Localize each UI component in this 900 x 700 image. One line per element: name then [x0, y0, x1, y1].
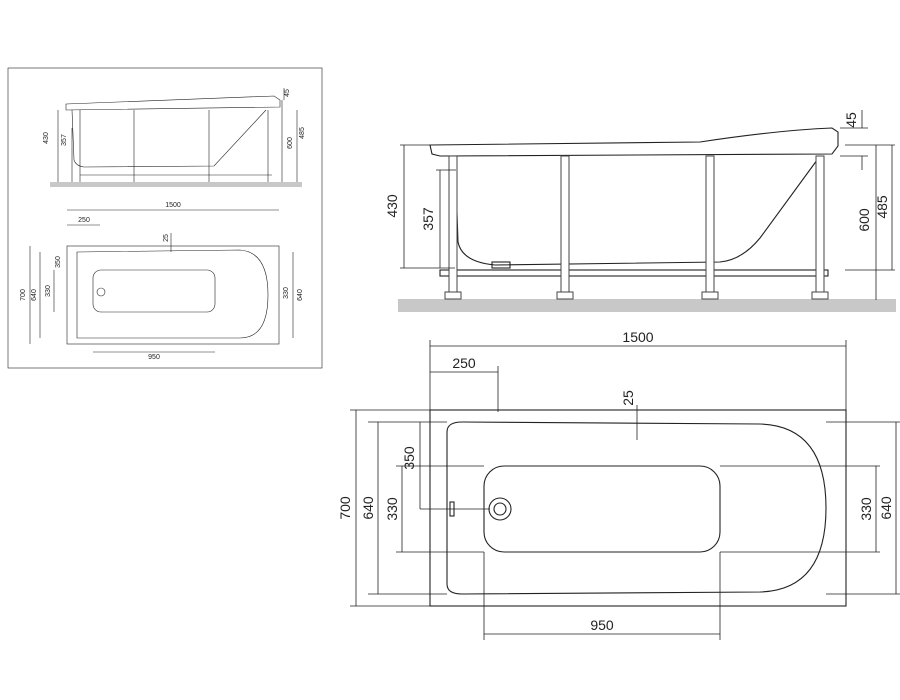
- label-350: 350: [401, 446, 417, 470]
- small-drain-icon: [96, 287, 106, 297]
- label-330: 330: [384, 497, 400, 521]
- small-inner-rim: [76, 249, 269, 339]
- floor: [398, 299, 896, 312]
- label-430: 430: [384, 194, 400, 218]
- small-side-view: [50, 88, 302, 187]
- small-top-view: [29, 209, 294, 353]
- small-label-350: 350: [55, 256, 62, 268]
- small-floor: [50, 182, 302, 187]
- small-bottom: [92, 269, 216, 313]
- label-357: 357: [420, 207, 436, 231]
- label-330-right: 330: [858, 497, 874, 521]
- small-label-250: 250: [78, 217, 90, 224]
- label-25: 25: [620, 390, 636, 406]
- label-640: 640: [360, 496, 376, 520]
- label-1500: 1500: [622, 329, 653, 345]
- drain-icon: [488, 497, 512, 521]
- side-view-dimensions: [400, 110, 895, 300]
- overview-frame: [7, 67, 323, 369]
- small-label-357: 357: [61, 134, 68, 146]
- small-label-330-right: 330: [283, 287, 290, 299]
- label-600: 600: [856, 208, 872, 232]
- tub-rim: [429, 127, 839, 157]
- small-label-330: 330: [45, 285, 52, 297]
- label-640-right: 640: [878, 496, 894, 520]
- frame-bar: [439, 269, 829, 277]
- tub-bottom: [483, 465, 721, 553]
- small-label-25: 25: [163, 234, 170, 242]
- foot-3: [701, 291, 719, 300]
- side-view: [398, 127, 896, 312]
- leg-4: [815, 155, 825, 297]
- tub-outline: [429, 409, 847, 607]
- small-outline: [66, 245, 280, 345]
- foot-2: [556, 291, 574, 300]
- small-label-600: 600: [287, 137, 294, 149]
- inner-rim: [446, 421, 827, 595]
- label-950: 950: [590, 617, 614, 633]
- small-tub-body: [71, 109, 267, 168]
- tub-body: [454, 155, 821, 266]
- small-label-1500: 1500: [165, 202, 181, 209]
- foot-4: [811, 291, 829, 300]
- leg-3: [705, 155, 715, 297]
- leg-2: [560, 155, 570, 297]
- foot-1: [444, 291, 462, 300]
- label-45: 45: [843, 112, 859, 128]
- top-view: [429, 409, 847, 607]
- top-view-dimensions: [350, 340, 900, 640]
- small-label-950: 950: [148, 354, 160, 361]
- small-label-485: 485: [299, 127, 306, 139]
- small-label-700: 700: [20, 289, 27, 301]
- small-label-430: 430: [43, 132, 50, 144]
- leg-1: [448, 155, 458, 297]
- label-700: 700: [337, 496, 353, 520]
- drain-outlet: [491, 261, 511, 269]
- small-label-640-right: 640: [297, 289, 304, 301]
- small-label-45: 45: [284, 89, 291, 97]
- small-label-640: 640: [31, 289, 38, 301]
- small-rim: [65, 95, 281, 111]
- label-250: 250: [452, 355, 476, 371]
- label-485: 485: [874, 195, 890, 219]
